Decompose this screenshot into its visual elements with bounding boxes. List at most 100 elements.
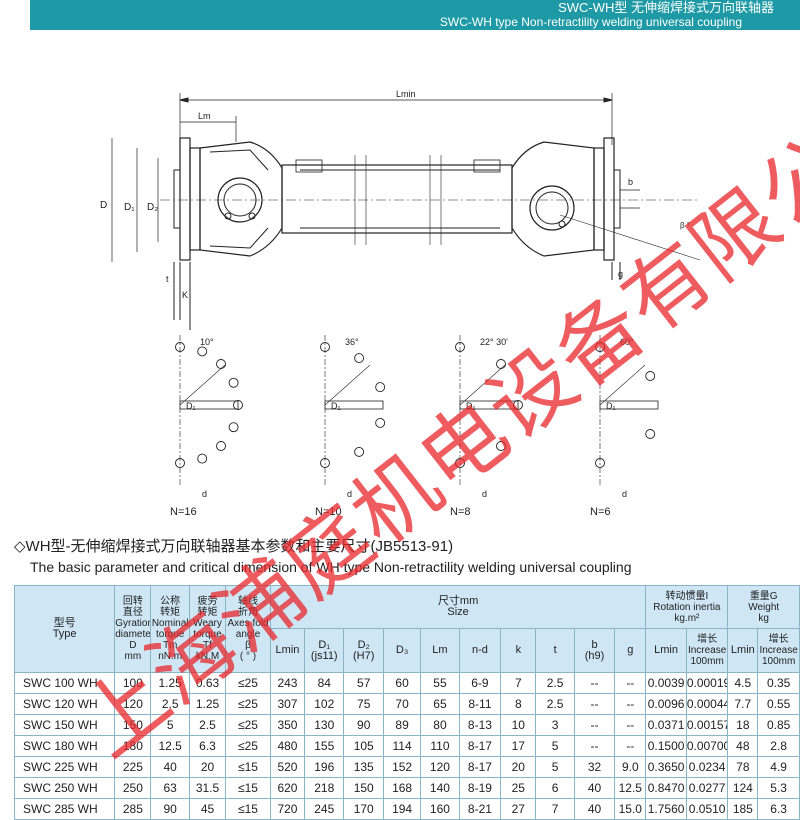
bolt-hole	[233, 400, 243, 410]
table-cell: 2.5	[188, 714, 227, 736]
table-cell: 7	[535, 798, 575, 820]
label-g: g	[618, 269, 623, 279]
table-cell: 180	[114, 735, 152, 757]
view-angle-label: 10°	[200, 337, 214, 347]
table-cell: 0.0039	[645, 672, 687, 694]
th-d3: D₃	[382, 628, 422, 673]
bolt-hole	[455, 342, 465, 352]
radius-line	[459, 364, 506, 406]
bolt-hole	[645, 371, 656, 381]
table-cell: 89	[382, 714, 422, 736]
table-cell: 140	[420, 777, 460, 799]
table-cell: --	[573, 693, 616, 715]
table-cell: 5	[535, 756, 575, 778]
table-cell: 9.0	[614, 756, 647, 778]
bolt-hole	[645, 429, 656, 439]
table-cell: --	[614, 714, 647, 736]
table-cell: 55	[420, 672, 460, 694]
cell-type: SWC 250 WH	[13, 777, 116, 799]
table-cell: 110	[420, 735, 460, 757]
table-cell: 63	[150, 777, 190, 799]
bolt-hole	[320, 342, 330, 352]
table-cell: 40	[150, 756, 190, 778]
table-cell: 7.7	[727, 693, 759, 715]
table-cell: 102	[304, 693, 345, 715]
table-cell: 720	[269, 798, 306, 820]
label-d1: D₁	[124, 202, 135, 213]
view-angle-label: 22° 30'	[480, 337, 508, 347]
table-cell: 0.1500	[645, 735, 687, 757]
bolt-hole	[595, 342, 605, 352]
table-cell: --	[614, 735, 647, 757]
table-cell: 7	[500, 672, 537, 694]
section-subtitle: The basic parameter and critical dimensi…	[30, 559, 632, 575]
table-cell: 520	[269, 756, 306, 778]
table-cell: 8-19	[458, 777, 502, 799]
bolt-hole	[197, 346, 208, 357]
table-cell: 40	[573, 777, 616, 799]
table-cell: 0.63	[188, 672, 227, 694]
table-cell: ≤25	[225, 735, 271, 757]
table-cell: 0.3650	[645, 756, 687, 778]
bolt-hole	[375, 417, 386, 428]
table-cell: 57	[343, 672, 384, 694]
table-cell: 8-17	[458, 756, 502, 778]
table-cell: 250	[114, 777, 152, 799]
table-cell: --	[573, 735, 616, 757]
table-cell: 78	[727, 756, 759, 778]
th-nd: n-d	[458, 628, 502, 673]
table-cell: 8-11	[458, 693, 502, 715]
table-cell: 20	[500, 756, 537, 778]
table-cell: 60	[382, 672, 422, 694]
table-cell: 5.3	[757, 777, 800, 799]
table-cell: 2.5	[535, 672, 575, 694]
table-cell: 0.0234	[685, 756, 729, 778]
table-cell: 0.8470	[645, 777, 687, 799]
table-cell: 105	[343, 735, 384, 757]
table-cell: 185	[727, 798, 759, 820]
table-cell: 45	[188, 798, 227, 820]
table-cell: 114	[382, 735, 422, 757]
cell-type: SWC 100 WH	[13, 672, 116, 694]
th-lm: Lm	[420, 628, 460, 673]
table-cell: --	[614, 693, 647, 715]
table-cell: --	[573, 672, 616, 694]
view-d-label: d	[622, 489, 627, 499]
table-cell: --	[573, 714, 616, 736]
table-cell: 620	[269, 777, 306, 799]
view-d1-label: D₁	[606, 401, 616, 411]
table-cell: 6	[535, 777, 575, 799]
view-d-label: d	[202, 489, 207, 499]
table-cell: --	[614, 672, 647, 694]
table-cell: 0.0277	[685, 777, 729, 799]
table-cell: 0.00019	[685, 672, 729, 694]
table-cell: 5	[150, 714, 190, 736]
table-cell: 27	[500, 798, 537, 820]
label-lmin: Lmin	[396, 89, 416, 99]
cell-type: SWC 225 WH	[13, 756, 116, 778]
th-b: b(h9)	[573, 628, 616, 673]
bolt-hole	[354, 353, 365, 364]
table-cell: 32	[573, 756, 616, 778]
label-beta: β °	[680, 221, 690, 230]
table-cell: 6.3	[757, 798, 800, 820]
radius-line	[599, 364, 646, 406]
cell-type: SWC 150 WH	[13, 714, 116, 736]
view-angle-label: 60°	[620, 337, 634, 347]
table-cell: 124	[727, 777, 759, 799]
view-angle-label: 36°	[345, 337, 359, 347]
bolt-hole	[595, 458, 605, 468]
table-cell: 0.85	[757, 714, 800, 736]
table-cell: 1.7560	[645, 798, 687, 820]
bolt-hole	[216, 441, 226, 451]
header-title-en: SWC-WH type Non-retractility welding uni…	[439, 15, 742, 29]
